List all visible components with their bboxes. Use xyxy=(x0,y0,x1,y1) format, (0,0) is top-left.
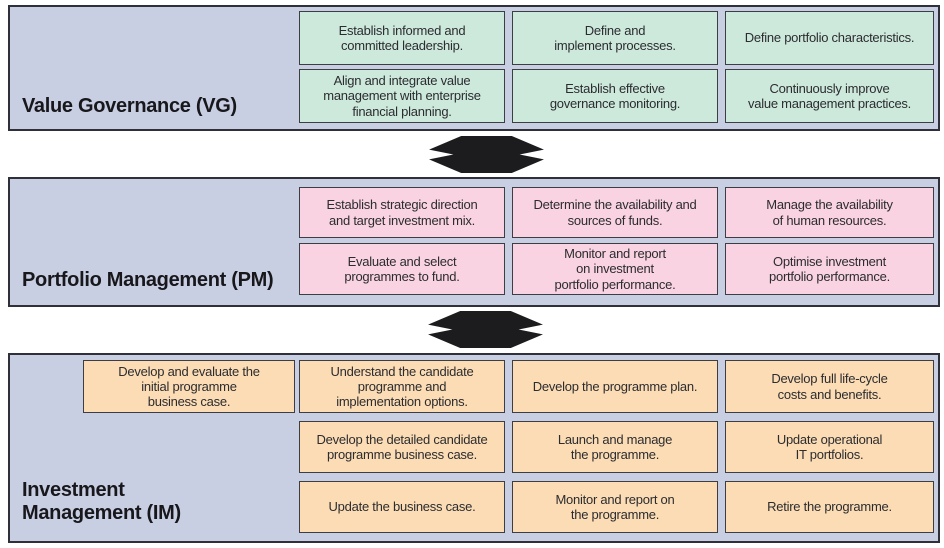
section-label-investment-management: Investment Management (IM) xyxy=(22,479,181,524)
process-box-pm: Optimise investment portfolio performanc… xyxy=(725,243,934,295)
section-label-value-governance: Value Governance (VG) xyxy=(22,95,237,117)
flow-arrow-pm-im-icon xyxy=(428,311,543,348)
process-box-pm: Establish strategic direction and target… xyxy=(299,187,505,238)
process-box-im: Develop the detailed candidate programme… xyxy=(299,421,505,473)
process-box-pm: Manage the availability of human resourc… xyxy=(725,187,934,238)
process-box-vg: Establish informed and committed leaders… xyxy=(299,11,505,65)
section-value-governance: Value Governance (VG) Establish informed… xyxy=(8,5,940,131)
process-box-im: Develop the programme plan. xyxy=(512,360,718,413)
process-box-vg: Continuously improve value management pr… xyxy=(725,69,934,123)
process-box-pm: Evaluate and select programmes to fund. xyxy=(299,243,505,295)
process-box-im: Update the business case. xyxy=(299,481,505,533)
process-box-vg: Define portfolio characteristics. xyxy=(725,11,934,65)
process-box-im: Understand the candidate programme and i… xyxy=(299,360,505,413)
process-box-im: Retire the programme. xyxy=(725,481,934,533)
section-portfolio-management: Portfolio Management (PM) Establish stra… xyxy=(8,177,940,307)
section-label-portfolio-management: Portfolio Management (PM) xyxy=(22,269,274,291)
process-box-im: Develop and evaluate the initial program… xyxy=(83,360,295,413)
section-investment-management: Investment Management (IM) Develop and e… xyxy=(8,353,940,543)
process-box-vg: Establish effective governance monitorin… xyxy=(512,69,718,123)
process-box-vg: Align and integrate value management wit… xyxy=(299,69,505,123)
process-box-im: Develop full life-cycle costs and benefi… xyxy=(725,360,934,413)
process-box-im: Monitor and report on the programme. xyxy=(512,481,718,533)
process-box-pm: Determine the availability and sources o… xyxy=(512,187,718,238)
process-box-vg: Define and implement processes. xyxy=(512,11,718,65)
process-box-im: Launch and manage the programme. xyxy=(512,421,718,473)
flow-arrow-vg-pm-icon xyxy=(429,136,544,173)
process-box-pm: Monitor and report on investment portfol… xyxy=(512,243,718,295)
process-box-im: Update operational IT portfolios. xyxy=(725,421,934,473)
